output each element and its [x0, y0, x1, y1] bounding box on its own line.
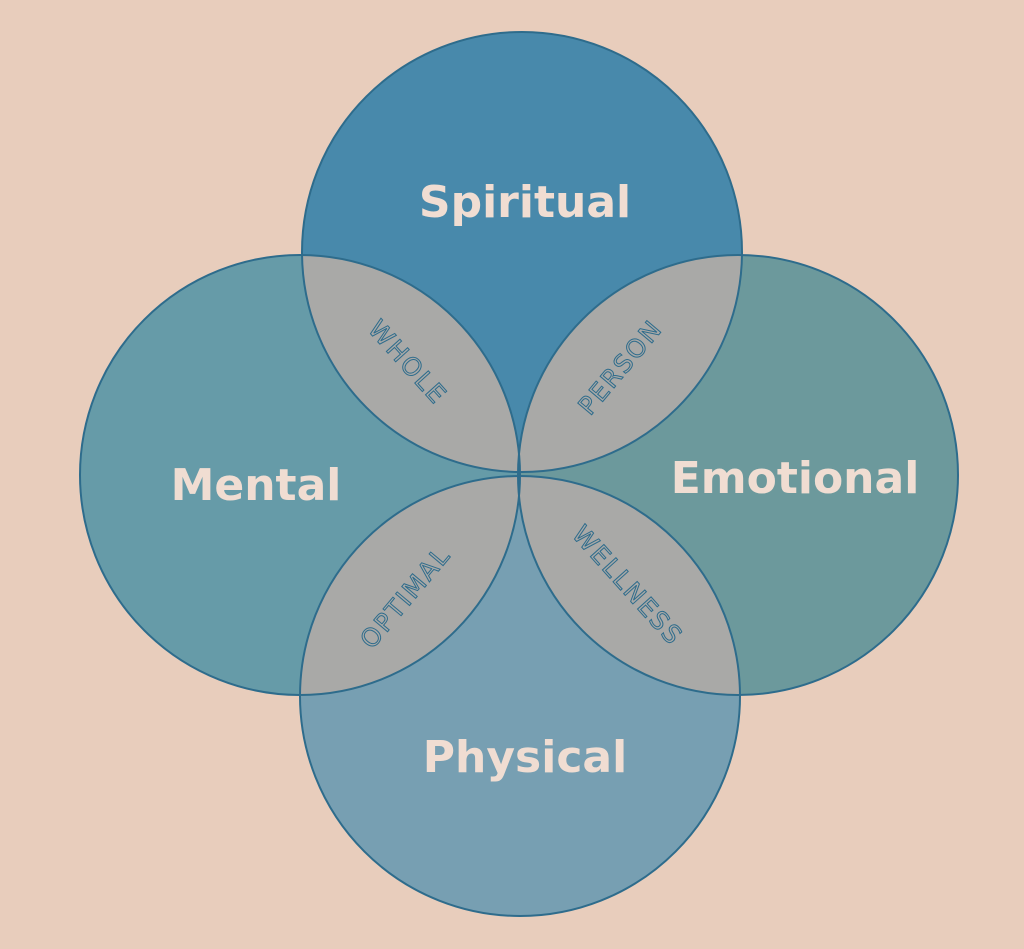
emotional-label: Emotional — [671, 453, 920, 504]
wellness-overlap-region — [518, 476, 740, 695]
mental-label: Mental — [171, 460, 342, 511]
physical-outline — [299, 475, 741, 917]
physical-label: Physical — [423, 732, 627, 783]
optimal-overlap-region — [300, 476, 520, 695]
spiritual-label: Spiritual — [419, 177, 631, 228]
emotional-outline — [517, 254, 959, 696]
whole-overlap-region — [302, 255, 520, 472]
spiritual-outline — [301, 31, 743, 473]
person-overlap-region — [518, 255, 742, 472]
